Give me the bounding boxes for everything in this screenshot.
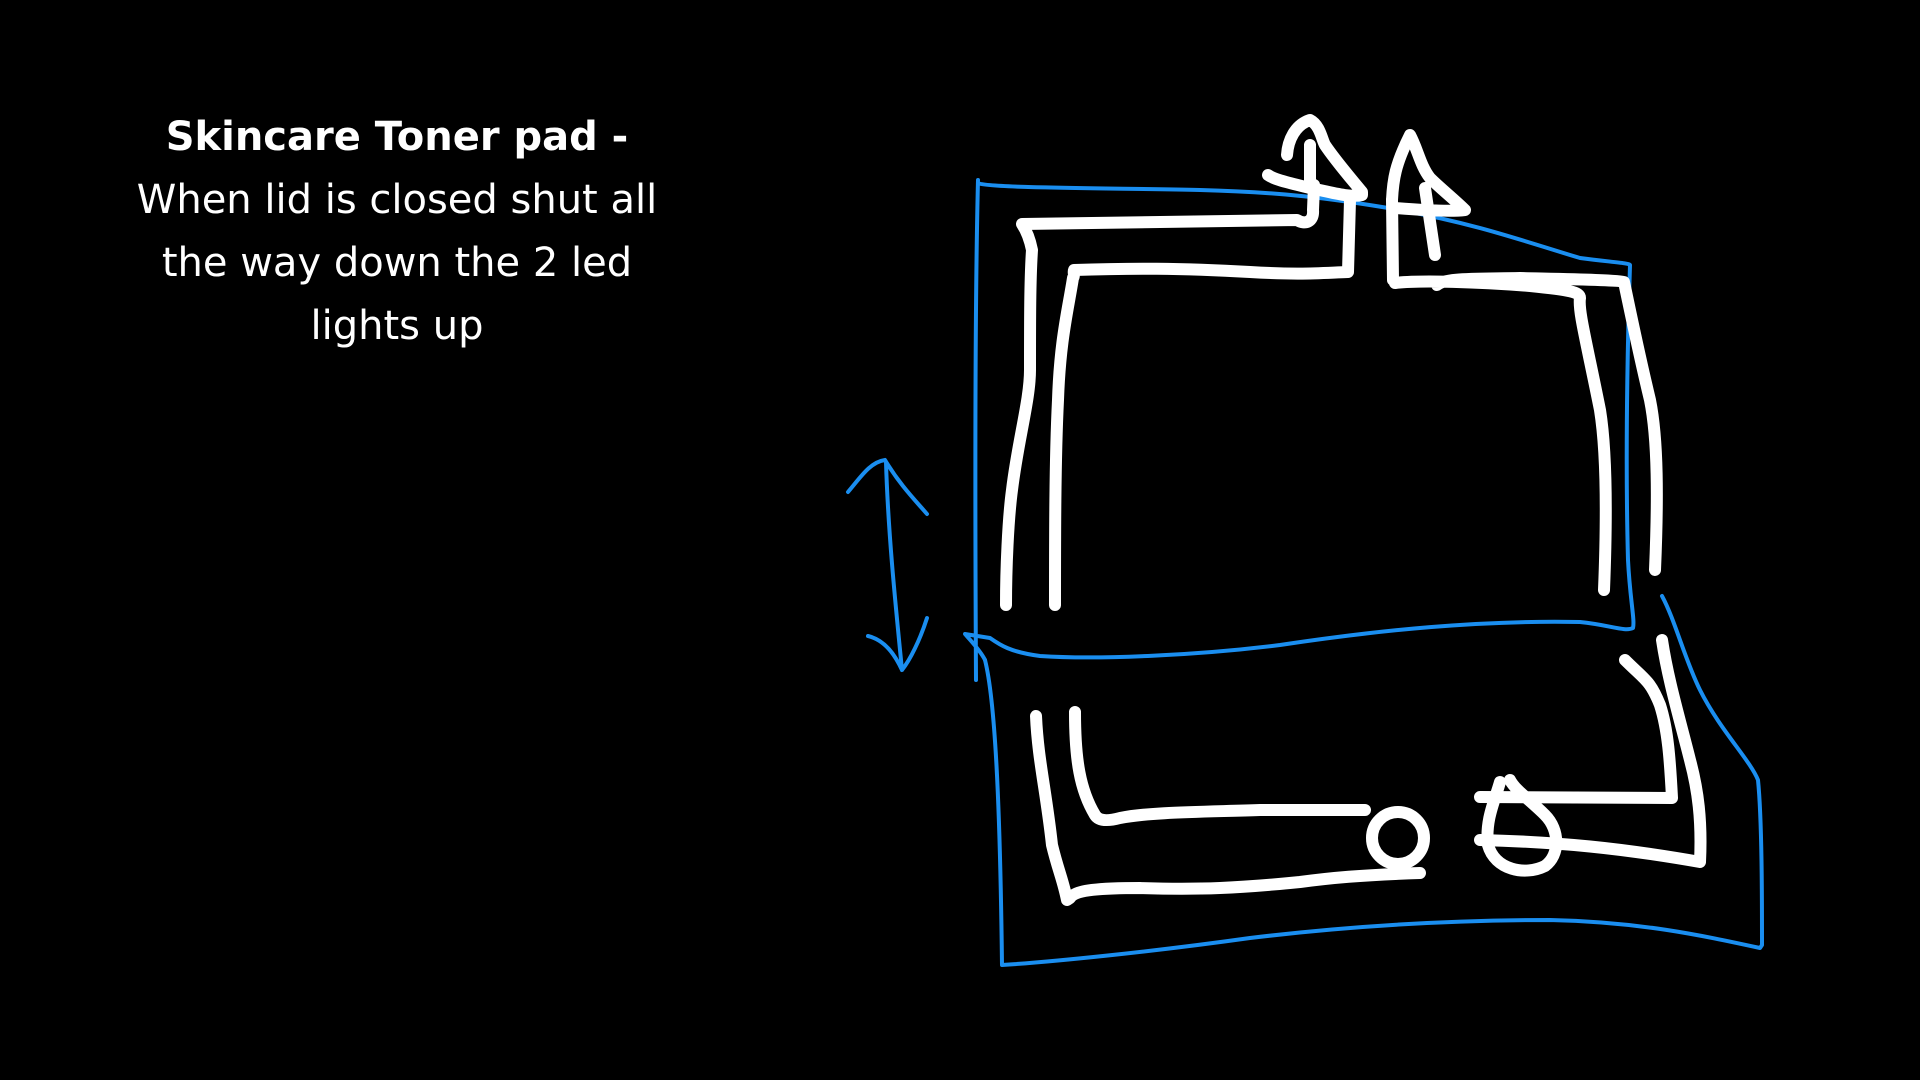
caption-line-2: the way down the 2 led <box>161 240 633 286</box>
led-wire-lid-inner <box>1049 194 1356 611</box>
caption-title: Skincare Toner pad - <box>165 114 629 160</box>
led-teardrop-right <box>1481 774 1563 877</box>
caption-line-3: lights up <box>310 303 484 349</box>
caption-line-1: When lid is closed shut all <box>136 177 658 223</box>
caption: Skincare Toner pad - When lid is closed … <box>97 106 697 358</box>
base-outline <box>983 594 1764 967</box>
led-wire-base-inner <box>1069 706 1371 827</box>
up-arrow-right <box>1386 129 1471 261</box>
led-wire-lid-right <box>1386 194 1663 596</box>
hinge-motion-arrow <box>846 458 929 672</box>
led-wire-lid-outer <box>1000 179 1320 611</box>
led-wire-base-outer <box>1030 710 1426 906</box>
led-circle-left <box>1366 806 1430 870</box>
lid-outline <box>963 178 1636 682</box>
led-wire-base-right <box>1474 634 1707 868</box>
up-arrow-left <box>1262 114 1368 202</box>
